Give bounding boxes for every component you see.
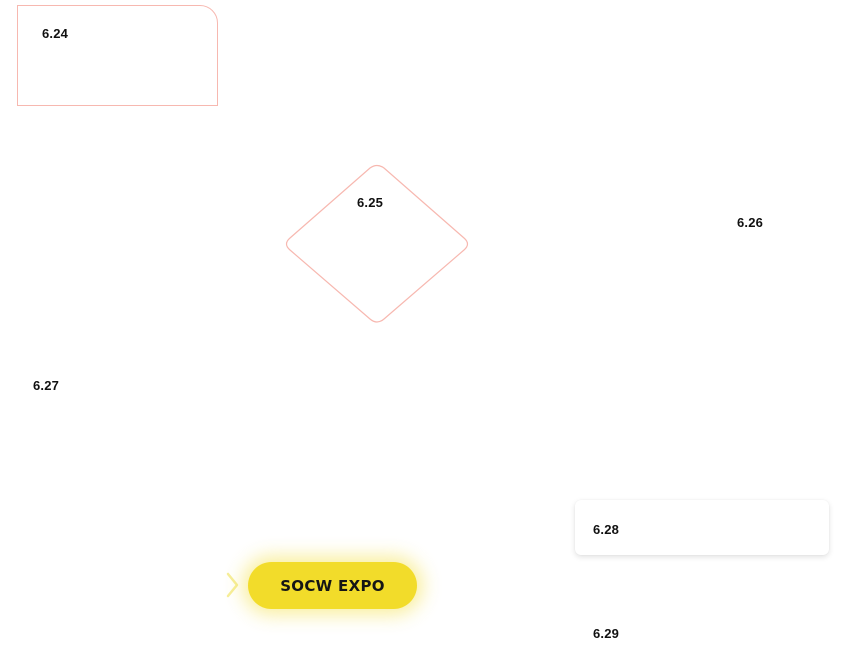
socw-expo-button[interactable]: SOCW EXPO xyxy=(248,562,417,609)
shadow-card-6-28 xyxy=(575,500,829,555)
diamond-shape-6-25 xyxy=(282,163,472,325)
label-6-26: 6.26 xyxy=(737,215,764,230)
label-6-29: 6.29 xyxy=(593,626,620,641)
label-6-27: 6.27 xyxy=(33,378,60,393)
label-6-25: 6.25 xyxy=(357,195,384,210)
label-6-28: 6.28 xyxy=(593,522,620,537)
chevron-right-icon xyxy=(226,572,239,598)
label-6-24: 6.24 xyxy=(42,26,69,41)
outlined-box-6-24 xyxy=(17,5,218,106)
